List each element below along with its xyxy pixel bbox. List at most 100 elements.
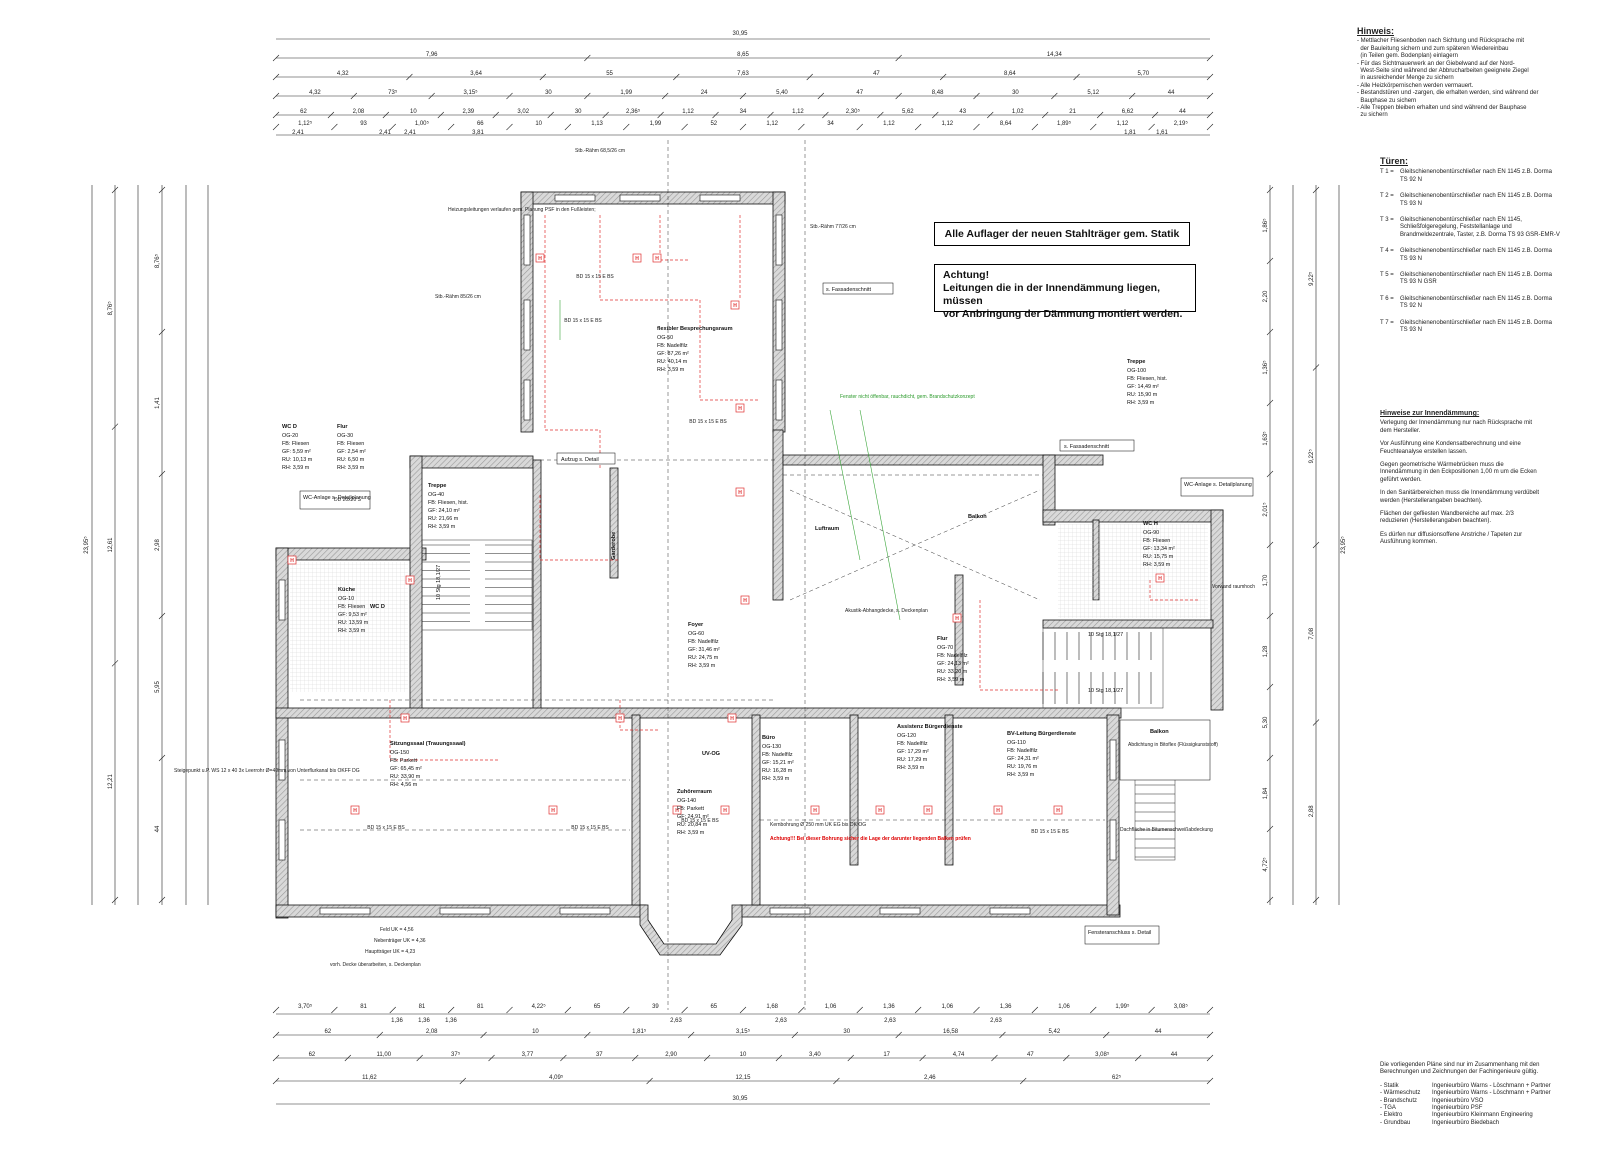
dim-top_row4-0: 62 bbox=[300, 109, 307, 115]
credit-key: - Brandschutz bbox=[1380, 1097, 1418, 1104]
door-text: Gleitschienenobentürschließer nach EN 11… bbox=[1400, 217, 1560, 238]
door-item: T 3 = Gleitschienenobentürschließer nach … bbox=[1380, 217, 1560, 239]
wc-anlage-right-label: WC-Anlage s. Detailplanung bbox=[1184, 482, 1252, 488]
dim-bottom_row3-3: 3,77 bbox=[522, 1052, 534, 1058]
dim-top_row3-6: 5,40 bbox=[776, 90, 788, 96]
hinweis-line: West-Seite sind während der Abbrucharbei… bbox=[1357, 68, 1529, 75]
wc-d-label: WC D bbox=[370, 604, 385, 610]
dim-top_row5-13: 1,89⁵ bbox=[1057, 120, 1072, 127]
heater-h-glyph: H bbox=[723, 808, 727, 814]
dim-top_row3-2: 3,15⁵ bbox=[463, 89, 478, 96]
heater-h-glyph: H bbox=[403, 716, 407, 722]
room-line: FB: Fliesen bbox=[1143, 538, 1170, 544]
room-line: GF: 24,10 m² bbox=[428, 508, 460, 514]
dim-bottom_row2-6: 16,58 bbox=[943, 1029, 959, 1035]
room-line: OG-150 bbox=[390, 750, 409, 756]
room-line: RU: 17,29 m bbox=[897, 757, 928, 763]
dim-top_row2-3: 7,63 bbox=[737, 71, 749, 77]
hinweis-line: - Für das Sichtmauerwerk an der Giebelwa… bbox=[1357, 60, 1515, 67]
credit-value: Ingenieurbüro Biedebach bbox=[1432, 1119, 1500, 1126]
room-line: GF: 24,91 m² bbox=[677, 814, 709, 820]
footer-intro: Die vorliegenden Pläne sind nur im Zusam… bbox=[1380, 1062, 1540, 1076]
room-line: FB: Fliesen, hist. bbox=[1127, 376, 1167, 382]
dim-bottom_row2-3: 1,81⁵ bbox=[632, 1028, 647, 1035]
dim-top_row4-6: 2,36⁵ bbox=[626, 108, 641, 115]
dim-right_a-0: 9,22⁵ bbox=[1308, 271, 1315, 286]
room-line: RU: 10,13 m bbox=[282, 457, 313, 463]
bd-label: BD 15 x 15 E BS bbox=[576, 274, 614, 280]
hinweis-line: der Bauleitung sichern und zum späteren … bbox=[1357, 45, 1509, 52]
room-line: RH: 3,59 m bbox=[337, 465, 365, 471]
fensteranschluss-label: Fensteranschluss s. Detail bbox=[1088, 930, 1151, 936]
room-line: FB: Nadelfilz bbox=[762, 752, 793, 758]
dim-bottom_row3-7: 3,40 bbox=[809, 1052, 821, 1058]
room-line: OG-30 bbox=[337, 433, 353, 439]
dim-top_row4-12: 43 bbox=[959, 109, 966, 115]
heater-h-glyph: H bbox=[1056, 808, 1060, 814]
door-key: T 5 = bbox=[1380, 272, 1394, 279]
steigepunkt-label: Steigepunkt u.P. WS 12 x 40 3x Leerrohr … bbox=[174, 768, 360, 774]
door-item: T 1 =Gleitschienenobentürschließer nach … bbox=[1380, 169, 1560, 184]
bd-label: BD 15 x 15 E BS bbox=[689, 419, 727, 425]
dim-bottom_row3-11: 3,08⁵ bbox=[1095, 1051, 1110, 1058]
dim-bottom_row4-4: 62⁵ bbox=[1112, 1074, 1122, 1081]
heater-icon bbox=[350, 805, 360, 815]
hinweis-line: - Alle Heizkörpernischen werden vermauer… bbox=[1357, 82, 1474, 89]
tueren-notes: Türen: T 1 =Gleitschienenobentürschließe… bbox=[1380, 156, 1560, 344]
dim-top_row4-10: 2,30⁵ bbox=[846, 108, 861, 115]
heater-icon bbox=[405, 575, 415, 585]
door-list: T 1 = Gleitschienenobentürschließer nach … bbox=[1380, 169, 1560, 334]
room-line: RU: 33,20 m bbox=[937, 669, 968, 675]
bd-label: BD 15 x 15 E BS bbox=[367, 825, 405, 831]
door-key: T 3 = bbox=[1380, 217, 1394, 224]
decke-note-label: vorh. Decke überarbeiten, s. Deckenplan bbox=[330, 962, 421, 968]
dim-top_row5-1: 93 bbox=[360, 121, 367, 127]
dim-bottom_row1-6: 39 bbox=[652, 1004, 659, 1010]
dim-top_row3-3: 30 bbox=[545, 90, 552, 96]
room-line: FB: Fliesen, hist. bbox=[428, 500, 468, 506]
dim-left_a-0: 8,76⁵ bbox=[107, 301, 114, 316]
room-name: Foyer bbox=[688, 622, 704, 628]
dim-left_b-4: 44 bbox=[155, 825, 161, 832]
dim-bottom_row1-4: 4,22⁵ bbox=[532, 1003, 547, 1010]
dim-bottom_row2-7: 5,42 bbox=[1048, 1029, 1060, 1035]
heater-h-glyph: H bbox=[635, 256, 639, 262]
dim-bottom_row1-1: 81 bbox=[360, 1004, 367, 1010]
dim-top_row5-7: 52 bbox=[710, 121, 717, 127]
room-line: FB: Fliesen bbox=[282, 441, 309, 447]
heater-h-glyph: H bbox=[290, 558, 294, 564]
room-name: Sitzungssaal (Trauungssaal) bbox=[390, 741, 466, 747]
door-key: T 1 = bbox=[1380, 169, 1394, 176]
room-name: Treppe bbox=[1127, 359, 1145, 365]
dim-top_row5-11: 1,12 bbox=[941, 121, 953, 127]
room-name: flexibler Besprechungsraum bbox=[657, 326, 733, 332]
dim-top_row5-6: 1,99 bbox=[650, 121, 662, 127]
haupttraeger-label: Hauptträger UK = 4,23 bbox=[365, 949, 415, 955]
heater-h-glyph: H bbox=[733, 303, 737, 309]
room-name: Flur bbox=[937, 636, 948, 642]
dim-bottom_row1-2: 81 bbox=[419, 1004, 426, 1010]
room-line: GF: 17,29 m² bbox=[897, 749, 929, 755]
dim-top_row3-5: 24 bbox=[701, 90, 708, 96]
room-line: OG-110 bbox=[1007, 740, 1026, 746]
dim-bottom_row3-0: 62 bbox=[309, 1052, 316, 1058]
dim-top_row5b-1: 2,41 bbox=[379, 130, 391, 136]
room-line: FB: Nadelfilz bbox=[937, 653, 968, 659]
wc-anlage-left-label: WC-Anlage s. Detailplanung bbox=[303, 495, 371, 501]
room-name: WC D bbox=[282, 424, 297, 430]
door-key: T 7 = bbox=[1380, 319, 1394, 326]
room-name: Flur bbox=[337, 424, 348, 430]
daemmung-para: Flächen der gefliesten Wandbereiche auf … bbox=[1380, 511, 1514, 525]
heater-icon bbox=[727, 713, 737, 723]
heater-icon bbox=[875, 805, 885, 815]
room-line: GF: 13,34 m² bbox=[1143, 546, 1175, 552]
room-line: OG-130 bbox=[762, 744, 781, 750]
dim-bottom_row1-15: 3,08⁵ bbox=[1174, 1003, 1189, 1010]
achtung-title: Achtung! bbox=[943, 269, 990, 281]
dim-right_b-0: 1,86⁵ bbox=[1262, 218, 1269, 233]
heater-h-glyph: H bbox=[730, 716, 734, 722]
dim-bottom_row1b-0: 1,36 bbox=[391, 1018, 403, 1024]
room-line: RU: 19,76 m bbox=[1007, 764, 1038, 770]
